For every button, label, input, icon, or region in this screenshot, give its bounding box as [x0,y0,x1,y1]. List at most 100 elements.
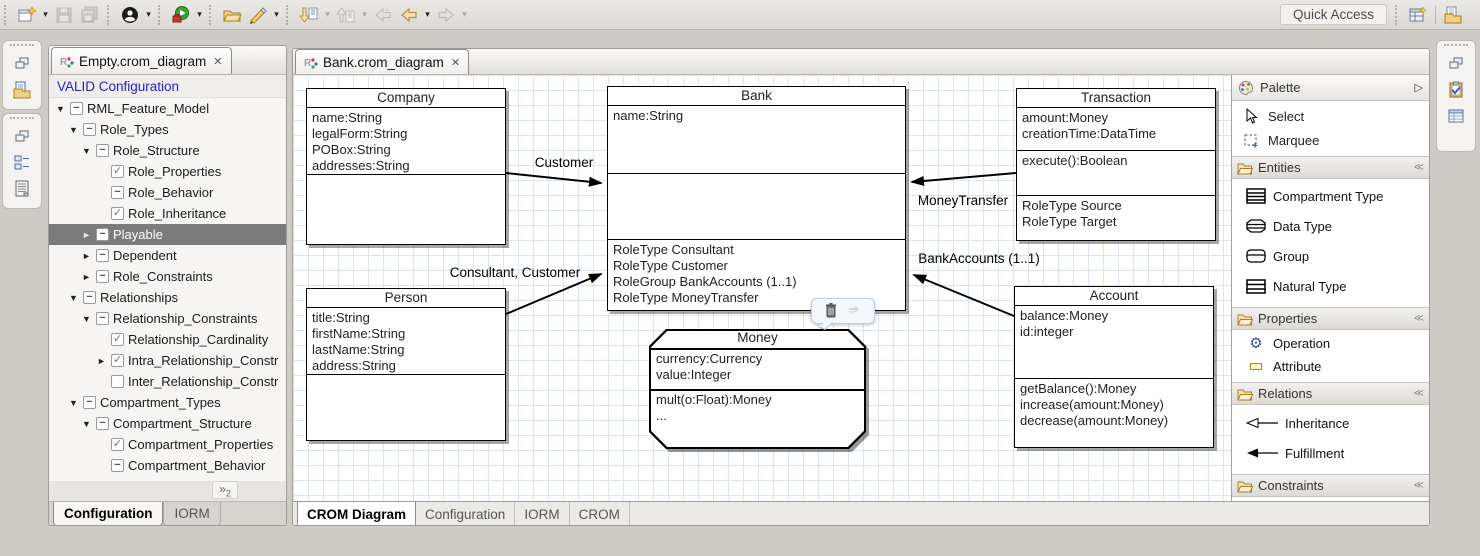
properties-view-button[interactable] [1442,103,1470,129]
palette-item-group[interactable]: Group [1232,241,1429,271]
tree-item-compartment-types[interactable]: Compartment_Types [49,392,286,413]
save-all-button[interactable] [77,3,103,27]
tree-item-role-properties[interactable]: Role_Properties [49,161,286,182]
highlighter-button[interactable] [245,3,271,27]
palette-header[interactable]: Palette ▷ [1232,75,1429,101]
checkbox[interactable] [111,354,124,367]
palette-tool-marquee[interactable]: Marquee [1232,128,1429,152]
edge-label[interactable]: Customer [535,155,594,170]
pin-icon[interactable]: ≪ [1413,313,1424,324]
checkbox[interactable] [70,102,83,115]
palette-section-constraints[interactable]: Constraints ≪ [1232,474,1429,497]
expand-arrow[interactable] [81,146,92,156]
save-button[interactable] [51,3,77,27]
edge-label[interactable]: MoneyTransfer [918,193,1009,208]
last-edit-location-button[interactable] [370,3,396,27]
run-button[interactable] [168,3,194,27]
node-transaction[interactable]: Transaction amount:Money creationTime:Da… [1016,88,1216,241]
drag-handle[interactable] [10,117,34,121]
tree-item-playable[interactable]: Playable [49,224,286,245]
edge-label[interactable]: Consultant, Customer [450,265,581,280]
tree-item-rml-feature-model[interactable]: RML_Feature_Model [49,98,286,119]
palette-item-fulfillment[interactable]: Fulfillment [1232,438,1429,468]
tree-item-role-types[interactable]: Role_Types [49,119,286,140]
palette-item-data-type[interactable]: Data Type [1232,211,1429,241]
new-wizard-button[interactable] [14,3,40,27]
node-bank[interactable]: Bank name:String RoleType Consultant Rol… [607,86,906,311]
previous-annotation-button[interactable] [333,3,359,27]
tab-crom[interactable]: CROM [570,502,630,525]
task-list-button[interactable] [1442,77,1470,103]
tree-item-compartment-behavior[interactable]: Compartment_Behavior [49,455,286,476]
restore-view-button[interactable] [1442,51,1470,77]
tree-item-role-structure[interactable]: Role_Structure [49,140,286,161]
reconnect-button[interactable] [846,303,862,320]
node-money[interactable]: Money currency:Currency value:Integer mu… [649,329,866,449]
quick-access-button[interactable]: Quick Access [1279,4,1387,25]
run-dropdown[interactable]: ▾ [197,9,202,19]
back-button[interactable] [396,3,422,27]
tree-item-role-behavior[interactable]: Role_Behavior [49,182,286,203]
restore-view-button[interactable] [8,124,36,150]
highlighter-dropdown[interactable]: ▾ [274,9,279,19]
next-annotation-button[interactable] [296,3,322,27]
model-explorer-button[interactable] [8,77,36,103]
palette-tool-select[interactable]: Select [1232,104,1429,128]
checkbox[interactable] [96,228,109,241]
user-account-dropdown[interactable]: ▾ [146,9,151,19]
resource-perspective-button[interactable] [1440,3,1466,27]
checkbox[interactable] [111,165,124,178]
checkbox[interactable] [111,375,124,388]
expand-arrow[interactable] [81,314,92,324]
pin-icon[interactable]: ≪ [1413,162,1424,173]
checkbox[interactable] [111,459,124,472]
expand-arrow[interactable] [68,125,79,135]
expand-arrow[interactable] [55,104,66,114]
drag-handle[interactable] [10,44,34,48]
palette-item-operation[interactable]: ⚙ Operation [1232,332,1429,355]
checkbox[interactable] [111,207,124,220]
tab-bank-crom-diagram[interactable]: R Bank.crom_diagram ✕ [295,49,470,74]
new-wizard-dropdown[interactable]: ▾ [43,9,48,19]
open-perspective-button[interactable] [1405,3,1431,27]
edge-consultant-customer[interactable]: Consultant, Customer [450,265,603,315]
tree-item-relationship-constraints[interactable]: Relationship_Constraints [49,308,286,329]
tree-item-relationship-cardinality[interactable]: Relationship_Cardinality [49,329,286,350]
edge-money-transfer[interactable]: MoneyTransfer [910,172,1017,208]
expand-arrow[interactable] [81,230,92,240]
tree-item-role-constraints[interactable]: Role_Constraints [49,266,286,287]
checkbox[interactable] [96,312,109,325]
expand-arrow[interactable] [68,293,79,303]
palette-item-inheritance[interactable]: Inheritance [1232,408,1429,438]
user-account-button[interactable] [117,3,143,27]
pin-icon[interactable]: ≪ [1413,480,1424,491]
tab-overflow-button[interactable]: »2 [212,481,238,499]
node-person[interactable]: Person title:String firstName:String las… [306,288,506,441]
tab-iorm[interactable]: IORM [163,502,221,525]
tree-item-compartment-structure[interactable]: Compartment_Structure [49,413,286,434]
previous-annotation-dropdown[interactable]: ▾ [362,9,367,19]
checkbox[interactable] [83,123,96,136]
edge-bank-accounts[interactable]: BankAccounts (1..1) [912,251,1040,317]
edge-label[interactable]: BankAccounts (1..1) [918,251,1040,266]
palette-item-attribute[interactable]: Attribute [1232,355,1429,378]
checkbox[interactable] [96,417,109,430]
tab-crom-diagram[interactable]: CROM Diagram [297,502,417,525]
tree-item-intra-relationship-constraints[interactable]: Intra_Relationship_Constr [49,350,286,371]
diagram-canvas[interactable]: Company name:String legalForm:String POB… [293,75,1231,501]
checkbox[interactable] [96,249,109,262]
edge-customer[interactable]: Customer [505,155,603,187]
expand-arrow[interactable] [81,272,92,282]
expand-arrow[interactable] [68,398,79,408]
tree-item-relationships[interactable]: Relationships [49,287,286,308]
palette-item-compartment-type[interactable]: Compartment Type [1232,181,1429,211]
tree-item-inter-relationship-constraints[interactable]: Inter_Relationship_Constr [49,371,286,392]
checkbox[interactable] [111,333,124,346]
forward-dropdown[interactable]: ▾ [462,9,467,19]
expand-arrow[interactable] [81,251,92,261]
delete-button[interactable] [824,302,838,321]
restore-view-button[interactable] [8,51,36,77]
close-icon[interactable]: ✕ [450,56,461,69]
expand-arrow[interactable] [96,356,107,366]
checkbox[interactable] [111,438,124,451]
